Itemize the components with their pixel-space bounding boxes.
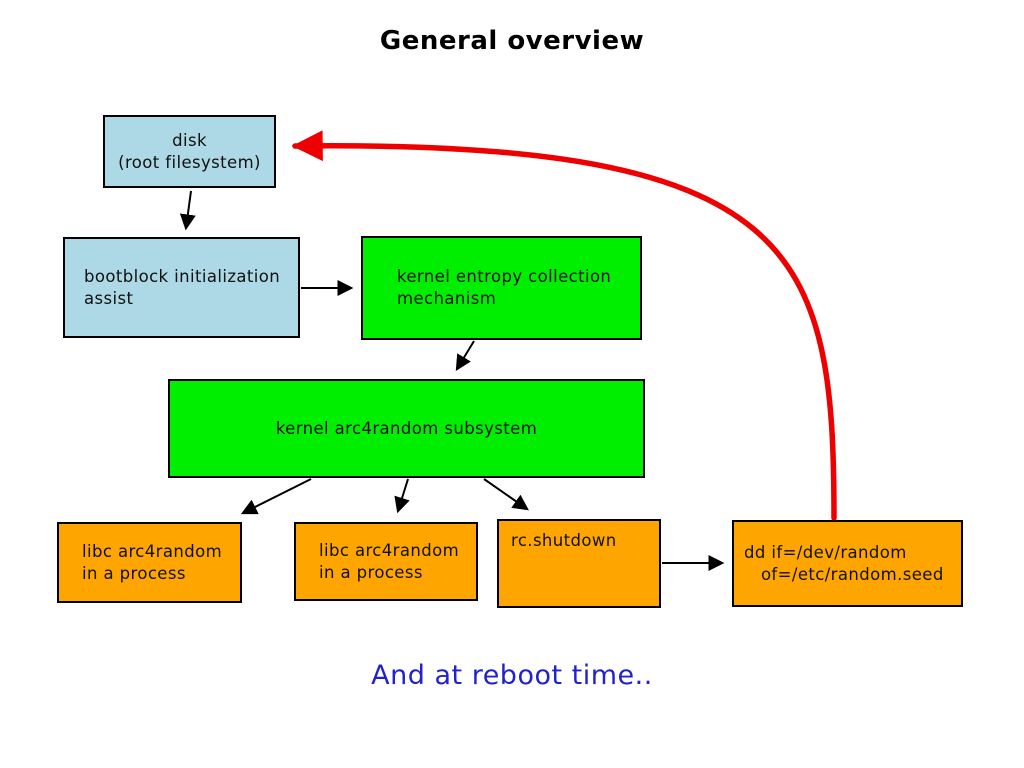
node-label: rc.shutdown [511,531,617,550]
reboot-time-caption: And at reboot time.. [371,660,653,691]
node-libc-arc4random-process-1: libc arc4random in a process [57,522,242,603]
node-label: dd if=/dev/random of=/etc/random.seed [744,542,944,584]
node-label: libc arc4random in a process [319,540,460,582]
arrow-arc4-to-rcshutdown [483,478,529,511]
node-kernel-arc4random-subsystem: kernel arc4random subsystem [168,379,645,478]
arrow-disk-to-bootblock [179,190,196,231]
node-label: kernel entropy collection mechanism [397,267,612,308]
arrow-arc4-to-libc2 [394,478,410,514]
node-disk-root-filesystem: disk (root filesystem) [103,115,276,188]
node-bootblock-initialization-assist: bootblock initialization assist [63,237,300,338]
node-kernel-entropy-collection: kernel entropy collection mechanism [361,236,642,340]
arrow-entropy-to-arc4 [455,340,475,372]
node-libc-arc4random-process-2: libc arc4random in a process [294,522,478,601]
arrow-arc4-to-libc1 [240,478,312,515]
node-label: disk (root filesystem) [118,130,261,172]
node-dd-random-seed: dd if=/dev/random of=/etc/random.seed [732,520,963,607]
node-rc-shutdown: rc.shutdown [497,519,661,608]
node-label: kernel arc4random subsystem [275,418,538,438]
node-label: libc arc4random in a process [82,541,223,583]
node-label: bootblock initialization assist [84,266,281,308]
slide-title: General overview [379,26,645,56]
